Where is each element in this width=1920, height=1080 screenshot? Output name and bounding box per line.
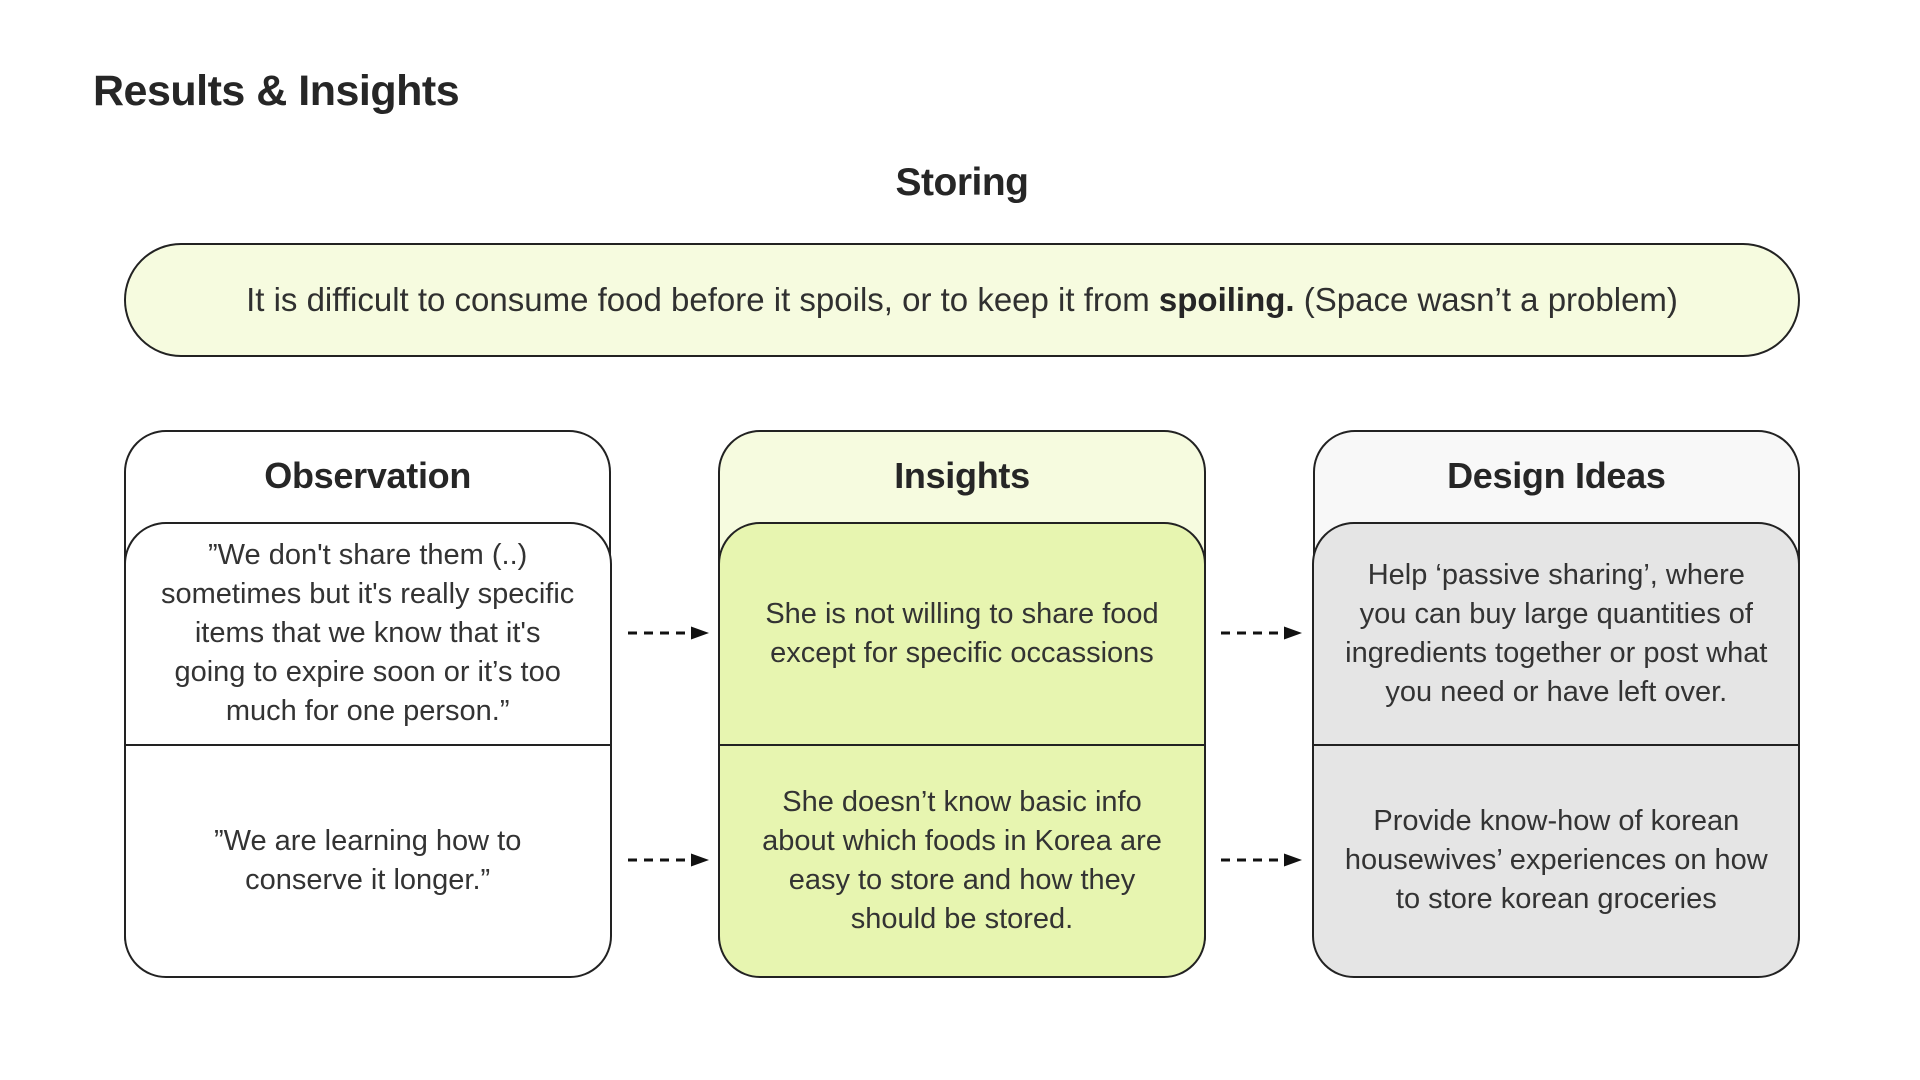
design-idea-2: Provide know-how of korean housewives’ e…	[1344, 805, 1768, 916]
summary-banner: It is difficult to consume food before i…	[124, 243, 1800, 357]
banner-text-post: (Space wasn’t a problem)	[1294, 281, 1678, 318]
column-observation: Observation ”We don't share them (..) so…	[123, 430, 612, 978]
column-insights-cells: She is not willing to share food except …	[717, 522, 1207, 978]
column-observation-cells: ”We don't share them (..) sometimes but …	[123, 522, 612, 978]
section-heading: Storing	[895, 161, 1029, 204]
summary-banner-text: It is difficult to consume food before i…	[246, 279, 1678, 321]
column-design-ideas-cells: Help ‘passive sharing’, where you can bu…	[1312, 522, 1801, 978]
column-insights: Insights She is not willing to share foo…	[717, 430, 1207, 978]
column-design-ideas-header: Design Ideas	[1447, 455, 1666, 496]
banner-text-pre: It is difficult to consume food before i…	[246, 281, 1159, 318]
dashed-arrow-icon	[1220, 852, 1304, 868]
observation-quote-1: ”We don't share them (..) sometimes but …	[161, 539, 575, 728]
column-insights-header: Insights	[894, 455, 1030, 496]
insight-2: She doesn’t know basic info about which …	[762, 785, 1162, 935]
design-idea-1: Help ‘passive sharing’, where you can bu…	[1345, 558, 1768, 708]
observation-quote-2: ”We are learning how to conserve it long…	[213, 824, 522, 896]
column-design-ideas: Design Ideas Help ‘passive sharing’, whe…	[1312, 430, 1801, 978]
insight-1: She is not willing to share food except …	[765, 597, 1159, 669]
flow-columns: Observation ”We don't share them (..) so…	[123, 430, 1801, 978]
dashed-arrow-icon	[1220, 625, 1304, 641]
cell-divider	[719, 743, 1205, 746]
cell-divider	[1314, 743, 1799, 746]
cell-divider	[125, 743, 610, 746]
column-observation-header: Observation	[264, 455, 472, 496]
dashed-arrow-icon	[627, 625, 711, 641]
dashed-arrow-icon	[627, 852, 711, 868]
banner-text-bold: spoiling.	[1158, 281, 1295, 318]
page-title: Results & Insights	[93, 67, 460, 115]
